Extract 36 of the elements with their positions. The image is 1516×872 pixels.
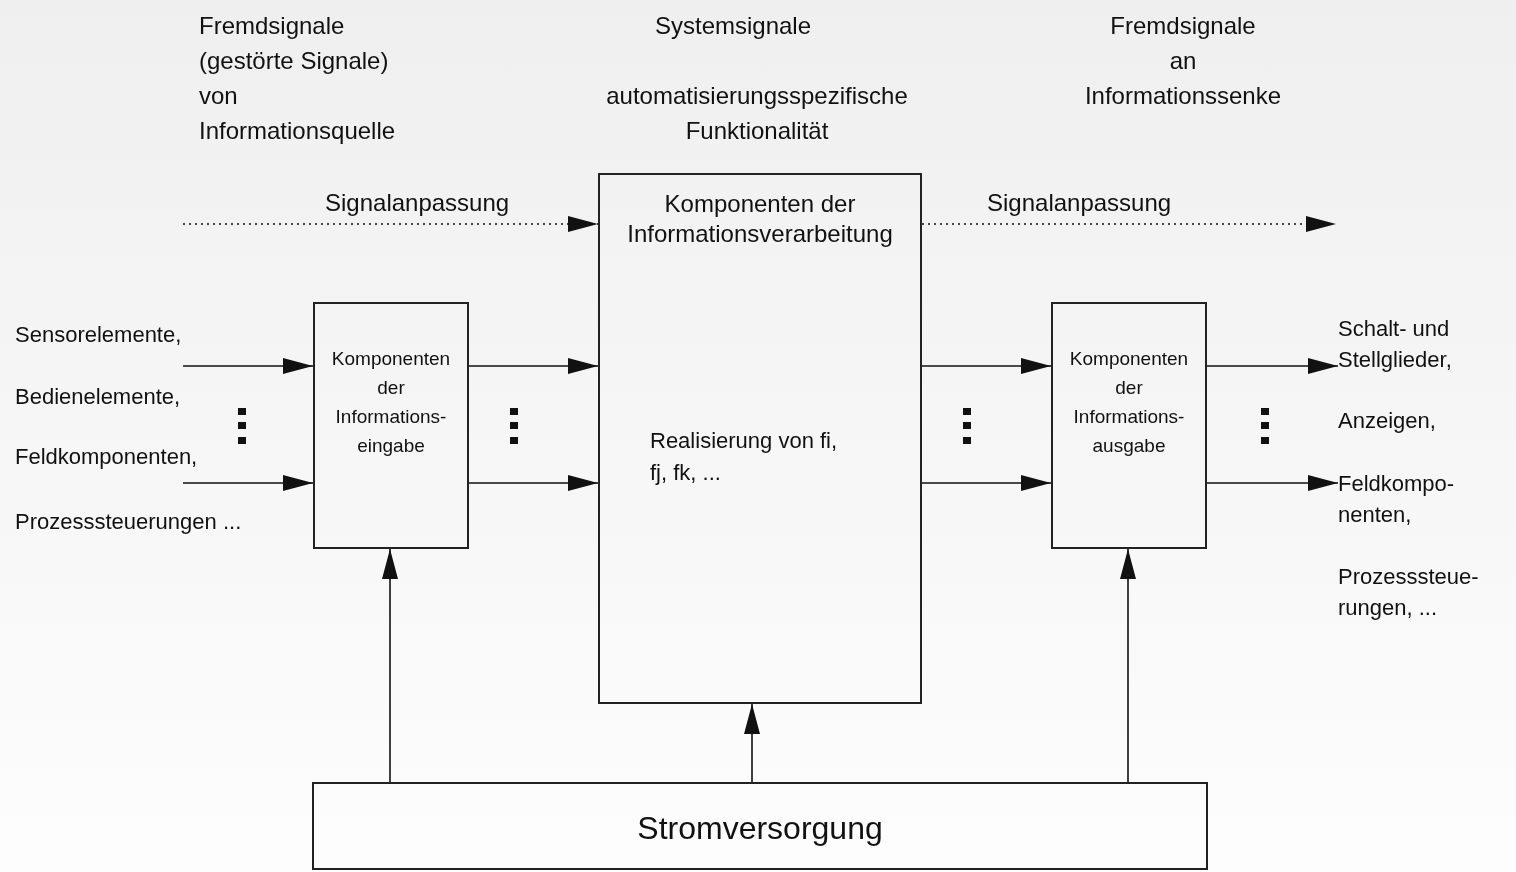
- arrow: [468, 475, 599, 491]
- process-box: [598, 173, 922, 704]
- output-label: Feldkompo- nenten,: [1338, 470, 1456, 529]
- text-label: Feldkomponenten,: [15, 443, 199, 470]
- process-box: [312, 782, 1208, 870]
- arrow: [382, 548, 398, 783]
- text-label: Sensorelemente,: [15, 321, 183, 349]
- arrow: [744, 703, 760, 783]
- box-text: Realisierung von fi, fj, fk, ...: [650, 427, 839, 487]
- text-label: Fremdsignale an Informationssenke: [1083, 11, 1283, 111]
- text-label: Anzeigen,: [1338, 407, 1437, 435]
- dotted-arrow: [921, 216, 1337, 232]
- text-label: Bedienelemente,: [15, 383, 182, 411]
- arrow: [182, 475, 314, 491]
- box-heading: Komponenten der Informationsverarbeitung: [626, 189, 894, 249]
- arrow: [1206, 358, 1339, 374]
- arrow: [1120, 548, 1136, 783]
- edge-label: Signalanpassung: [325, 188, 510, 218]
- arrow: [921, 358, 1052, 374]
- edge-label: Signalanpassung: [987, 188, 1172, 218]
- text-label: automatisierungsspezifische Funktionalität: [605, 81, 909, 146]
- arrow: [182, 358, 314, 374]
- arrow: [1206, 475, 1339, 491]
- text-label: Prozesssteuerungen ...: [15, 508, 243, 536]
- box-label: Komponenten der Informations- ausgabe: [1068, 347, 1190, 458]
- process-box: [1051, 302, 1207, 549]
- arrow: [468, 358, 599, 374]
- text-label: Prozesssteue- rungen, ...: [1338, 563, 1480, 622]
- box-label: Komponenten der Informations- eingabe: [330, 347, 452, 458]
- output-label: Schalt- und Stellglieder,: [1338, 315, 1453, 374]
- process-box: [313, 302, 469, 549]
- arrow: [921, 475, 1052, 491]
- box-label: Stromversorgung: [636, 809, 884, 848]
- dotted-arrow: [182, 216, 599, 232]
- text-label: Fremdsignale (gestörte Signale) von Informationsquelle: [199, 11, 397, 146]
- text-label: Systemsignale: [653, 11, 813, 41]
